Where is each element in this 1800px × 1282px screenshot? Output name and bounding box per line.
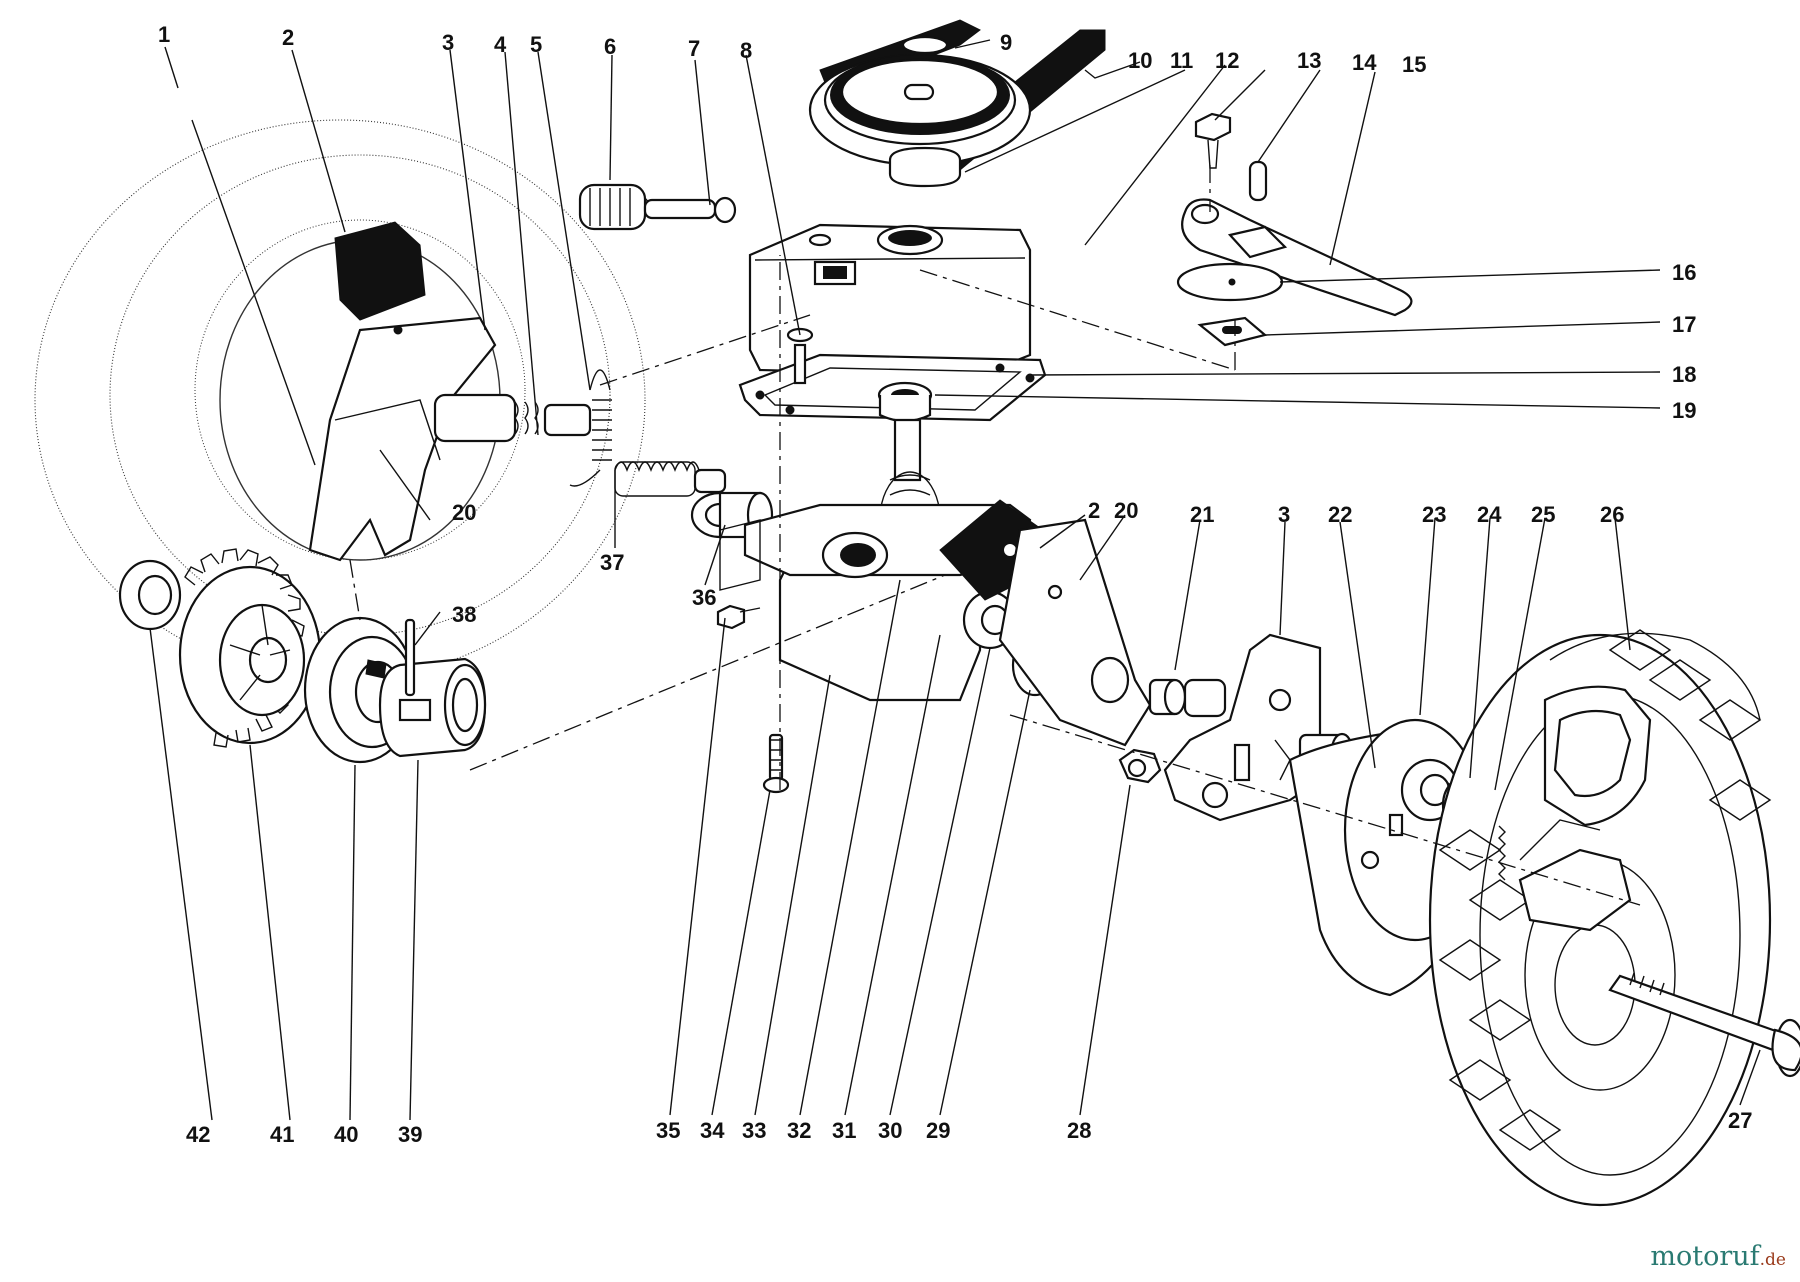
callout-5: 5 [530,32,542,57]
callout-30: 30 [878,1118,902,1143]
stud-7 [578,183,737,231]
callout-2-right: 2 [1088,498,1100,523]
callout-numbers: 1 2 3 4 5 6 7 8 9 10 11 12 13 14 15 16 1… [158,22,1752,1147]
right-lever [998,518,1152,747]
callout-29: 29 [926,1118,950,1143]
callout-41: 41 [270,1122,294,1147]
left-shift-lever [308,316,497,562]
callout-9: 9 [1000,30,1012,55]
callout-6: 6 [604,34,616,59]
assembly-center-lines [349,165,1641,906]
callout-20-left: 20 [452,500,476,525]
left-extension-spring [569,369,612,487]
callout-28: 28 [1067,1118,1091,1143]
callout-24: 24 [1477,502,1502,527]
left-compression-spring [614,461,727,497]
washer-16 [1176,262,1284,302]
callout-13: 13 [1297,48,1321,73]
ratchet-ring [1498,819,1632,932]
callout-7: 7 [688,36,700,61]
left-bushing [690,491,774,539]
bearing [877,381,933,423]
callout-18: 18 [1672,362,1696,387]
gearbox-cover [748,223,1032,377]
pulley [808,35,1032,167]
left-spring-and-shaft [433,393,592,443]
callout-11: 11 [1170,48,1193,73]
callout-2: 2 [282,25,294,50]
callout-16: 16 [1672,260,1696,285]
pulley-hub [888,146,962,188]
plate-17 [1197,316,1268,347]
nut-28 [1118,748,1162,784]
callout-40: 40 [334,1122,358,1147]
callout-32: 32 [787,1118,811,1143]
callout-10: 10 [1128,48,1152,73]
callout-37: 37 [600,550,624,575]
axle-bolt [1608,972,1800,1078]
callout-20-right: 20 [1114,498,1138,523]
callout-17: 17 [1672,312,1696,337]
callout-26: 26 [1600,502,1624,527]
callout-19: 19 [1672,398,1696,423]
callout-15: 15 [1402,52,1426,77]
callout-25: 25 [1531,502,1555,527]
right-shaft-21 [1148,678,1227,718]
left-washer [118,559,182,631]
callout-22: 22 [1328,502,1352,527]
screw-34 [762,733,790,794]
callout-4: 4 [494,32,507,57]
callout-12: 12 [1215,48,1239,73]
arm-15 [1181,198,1413,317]
callout-33: 33 [742,1118,766,1143]
watermark-tld: .de [1759,1250,1786,1270]
watermark-logo: motoruf.de [1650,1241,1786,1272]
callout-8: 8 [740,38,752,63]
left-pawl-block [334,221,426,321]
right-axle-bracket [1163,633,1322,822]
callout-1: 1 [158,22,170,47]
watermark-main: motoruf [1650,1241,1760,1272]
callout-34: 34 [700,1118,725,1143]
callout-14: 14 [1352,50,1377,75]
callout-38: 38 [452,602,476,627]
bolt-13 [1194,112,1232,169]
callout-39: 39 [398,1122,422,1147]
callout-3-right: 3 [1278,502,1290,527]
left-pin [404,618,416,697]
callout-31: 31 [832,1118,856,1143]
callout-42: 42 [186,1122,210,1147]
left-sleeve [378,657,487,758]
callout-27: 27 [1728,1108,1752,1133]
callout-leader-lines [149,39,1761,1121]
callout-36: 36 [692,585,716,610]
callout-35: 35 [656,1118,680,1143]
callout-21: 21 [1190,502,1214,527]
callout-23: 23 [1422,502,1446,527]
callout-3: 3 [442,30,454,55]
left-gear [178,548,322,748]
pin-14 [1248,160,1268,202]
